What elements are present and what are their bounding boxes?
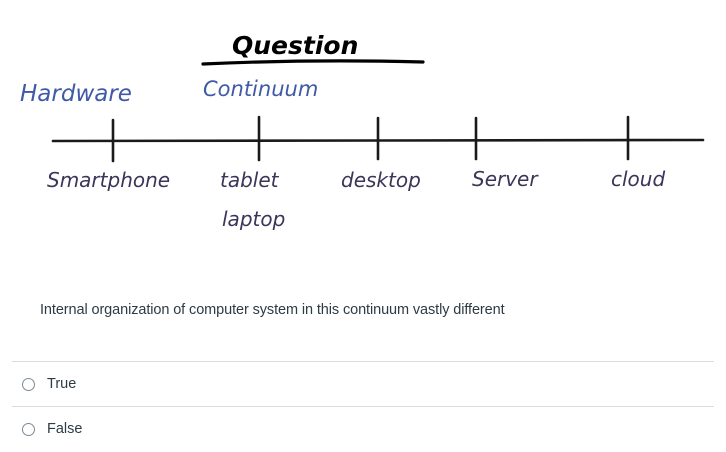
title-underline	[201, 59, 425, 66]
diagram-title: Question	[232, 31, 358, 60]
axis-label-desktop: desktop	[341, 168, 421, 192]
radio-button-false-icon[interactable]	[22, 422, 35, 436]
answer-option-false[interactable]: False	[12, 406, 714, 451]
axis-label-smartphone: Smartphone	[47, 168, 170, 192]
axis-label-server: Server	[472, 167, 539, 191]
diagram-subtitle-hardware: Hardware	[20, 81, 132, 107]
answer-label-true: True	[47, 375, 77, 392]
diagram-subtitle-continuum: Continuum	[203, 77, 318, 101]
axis-label-cloud: cloud	[611, 167, 665, 191]
question-prompt-text: Internal organization of computer system…	[40, 302, 505, 318]
answer-label-false: False	[47, 420, 83, 437]
answer-option-true[interactable]: True	[12, 361, 714, 406]
radio-button-true-icon[interactable]	[22, 377, 35, 391]
answer-options-list: True False	[12, 361, 714, 451]
axis-label-laptop: laptop	[222, 207, 285, 231]
handwritten-diagram: Question Hardware Continuum Smartphone t…	[20, 31, 705, 231]
axis-label-tablet: tablet	[220, 168, 280, 192]
